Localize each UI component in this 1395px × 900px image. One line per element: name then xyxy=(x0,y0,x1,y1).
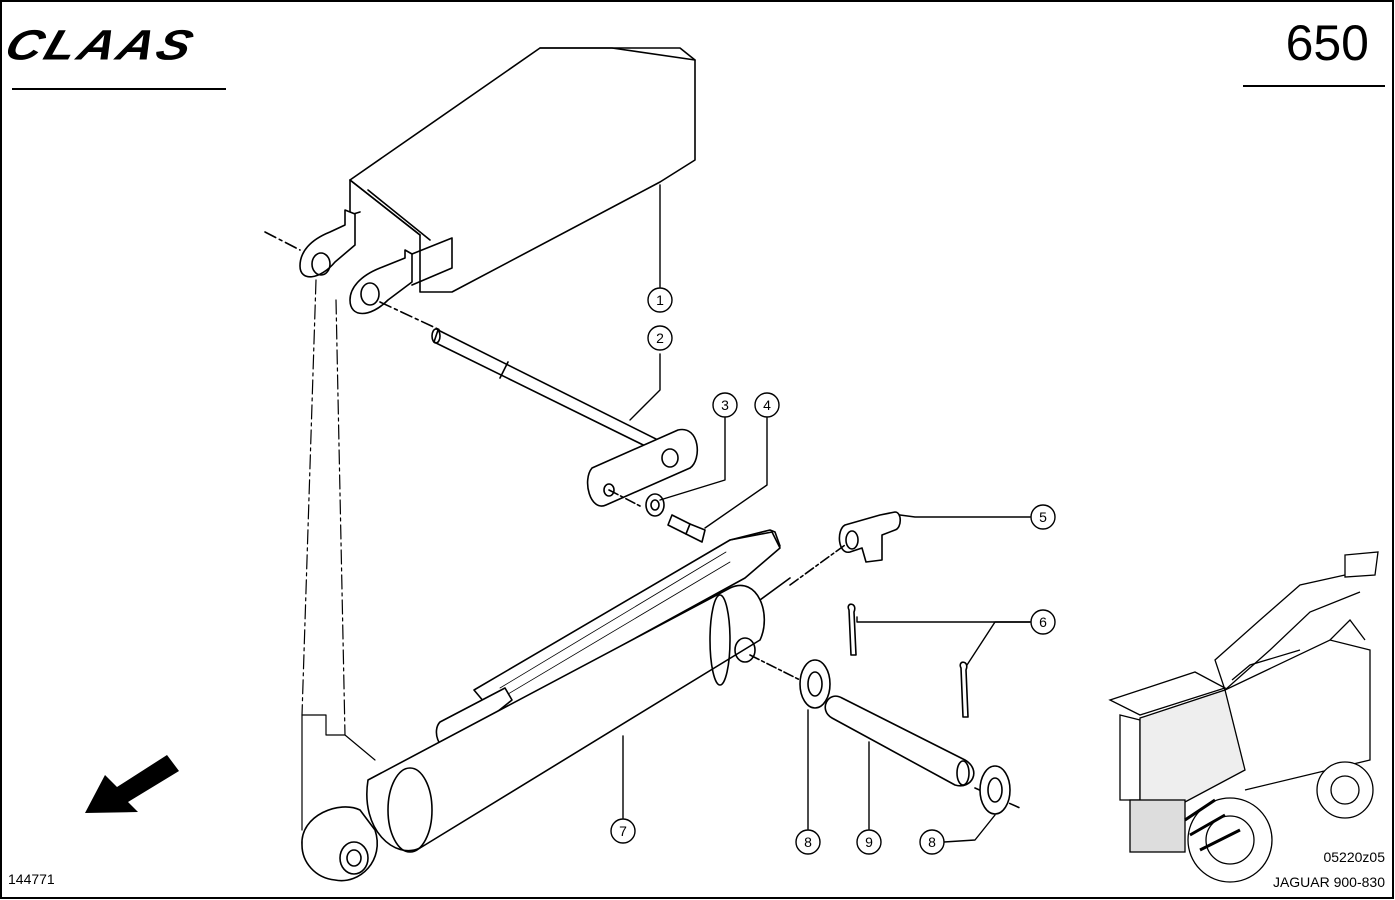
callout-8-left: 8 xyxy=(804,834,812,850)
part-6-split-pins xyxy=(847,603,969,718)
callout-3: 3 xyxy=(721,397,729,413)
callout-circle-3 xyxy=(712,392,738,418)
forage-harvester-overview-icon xyxy=(1108,551,1379,883)
part-5-elbow-fitting xyxy=(789,511,902,586)
part-9-pin xyxy=(824,695,975,787)
callout-4: 4 xyxy=(763,397,771,413)
callout-2: 2 xyxy=(656,330,664,346)
part-8-washers xyxy=(799,659,1011,815)
callout-circle-4 xyxy=(754,392,780,418)
callout-9: 9 xyxy=(865,834,873,850)
part-7-hydraulic-cylinder xyxy=(301,529,1021,882)
travel-direction-arrow-icon xyxy=(85,755,179,813)
part-4-bolt xyxy=(667,514,706,543)
callout-circle-6 xyxy=(1030,609,1056,635)
part-1-spout-bracket xyxy=(264,47,696,831)
model-label: JAGUAR 900-830 xyxy=(1272,874,1385,890)
callout-circle-2 xyxy=(647,325,673,351)
callout-circle-5 xyxy=(1030,504,1056,530)
callout-circle-1 xyxy=(647,287,673,313)
callout-1: 1 xyxy=(656,292,664,308)
leader-lines xyxy=(622,184,1031,843)
callout-circle-9 xyxy=(856,829,882,855)
part-2-pin xyxy=(431,328,698,507)
callout-7: 7 xyxy=(619,823,627,839)
callout-6: 6 xyxy=(1039,614,1047,630)
callout-8-right: 8 xyxy=(928,834,936,850)
part-3-washer xyxy=(645,493,665,517)
page-number: 650 xyxy=(1285,15,1369,71)
figure-code: 05220z05 xyxy=(1323,849,1385,865)
callout-circle-8b xyxy=(919,829,945,855)
drawing-id: 144771 xyxy=(8,871,55,887)
brand-logo: CLAAS xyxy=(0,21,203,70)
callout-5: 5 xyxy=(1039,509,1047,525)
callout-circle-7 xyxy=(610,818,636,844)
callout-circle-8a xyxy=(795,829,821,855)
callout-markers xyxy=(610,287,1056,855)
